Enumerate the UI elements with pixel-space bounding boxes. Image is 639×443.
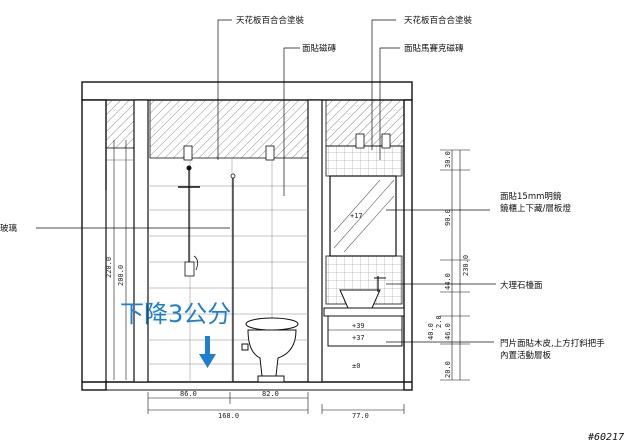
dim-right-230: 230.0 (462, 255, 470, 276)
wall-structure (81, 81, 413, 391)
dim-width-86: 86.0 (180, 390, 197, 398)
elev-mirror-17: +17 (350, 212, 363, 220)
label-mirror-line-1: 面貼15mm明鏡 (500, 191, 562, 202)
label-door-panel-line-1: 門片面貼木皮,上方打斜把手 (500, 338, 605, 349)
label-mirror-line-2: 鏡櫃上下藏/層板燈 (500, 203, 571, 214)
dim-right-30: 30.0 (444, 151, 452, 168)
label-marble: 大理石檯面 (500, 280, 543, 291)
label-mirror: 面貼15mm明鏡 鏡櫃上下藏/層板燈 (500, 191, 571, 214)
dim-width-168: 168.0 (218, 412, 239, 420)
dim-right-2: 2.0 (435, 315, 443, 328)
elev-shelf-39: +39 (352, 322, 365, 330)
dim-right-44: 44.0 (444, 273, 452, 290)
label-door-panel-line-2: 內置活動層板 (500, 350, 552, 361)
ceiling-hangers (183, 133, 391, 161)
dim-width-82: 82.0 (262, 390, 279, 398)
dim-right-90: 90.0 (444, 209, 452, 226)
drop-arrow (199, 336, 216, 368)
label-ceiling-left: 天花板百合合塗裝 (236, 15, 305, 26)
glass-panel (230, 173, 236, 382)
label-lower-note: 下降3公分 (120, 300, 231, 328)
annotations: 天花板百合合塗裝 天花板百合合塗裝 面貼磁磚 面貼馬賽克磁磚 玻璃 面貼15mm… (0, 15, 624, 443)
toilet (241, 317, 299, 383)
vanity-cabinet (327, 315, 403, 347)
elev-shelf-37: +37 (352, 334, 365, 342)
ceiling-hatch (105, 99, 405, 159)
leader-lines (36, 19, 496, 343)
drawing-stamp: #60217 (587, 432, 624, 443)
partitions (133, 99, 323, 383)
label-door-panel: 門片面貼木皮,上方打斜把手 內置活動層板 (500, 338, 607, 361)
dim-width-77: 77.0 (352, 412, 369, 420)
label-ceiling-right: 天花板百合合塗裝 (404, 15, 473, 26)
dim-right-40: 40.0 (427, 323, 435, 340)
left-area-lines (105, 159, 134, 380)
shower-fixture (178, 165, 200, 277)
mirror (329, 175, 397, 257)
elev-floor-0: ±0 (352, 362, 360, 370)
dim-height-220: 220.0 (105, 257, 113, 278)
dim-height-200: 200.0 (117, 265, 125, 286)
label-glass: 玻璃 (0, 223, 18, 234)
label-mosaic-tile: 面貼馬賽克磁磚 (404, 43, 464, 54)
basin-counter (323, 276, 405, 317)
dim-right-46: 46.0 (444, 323, 452, 340)
dim-right-20: 20.0 (444, 361, 452, 378)
dimension-lines (113, 140, 470, 414)
label-wall-tile: 面貼磁磚 (302, 43, 337, 54)
